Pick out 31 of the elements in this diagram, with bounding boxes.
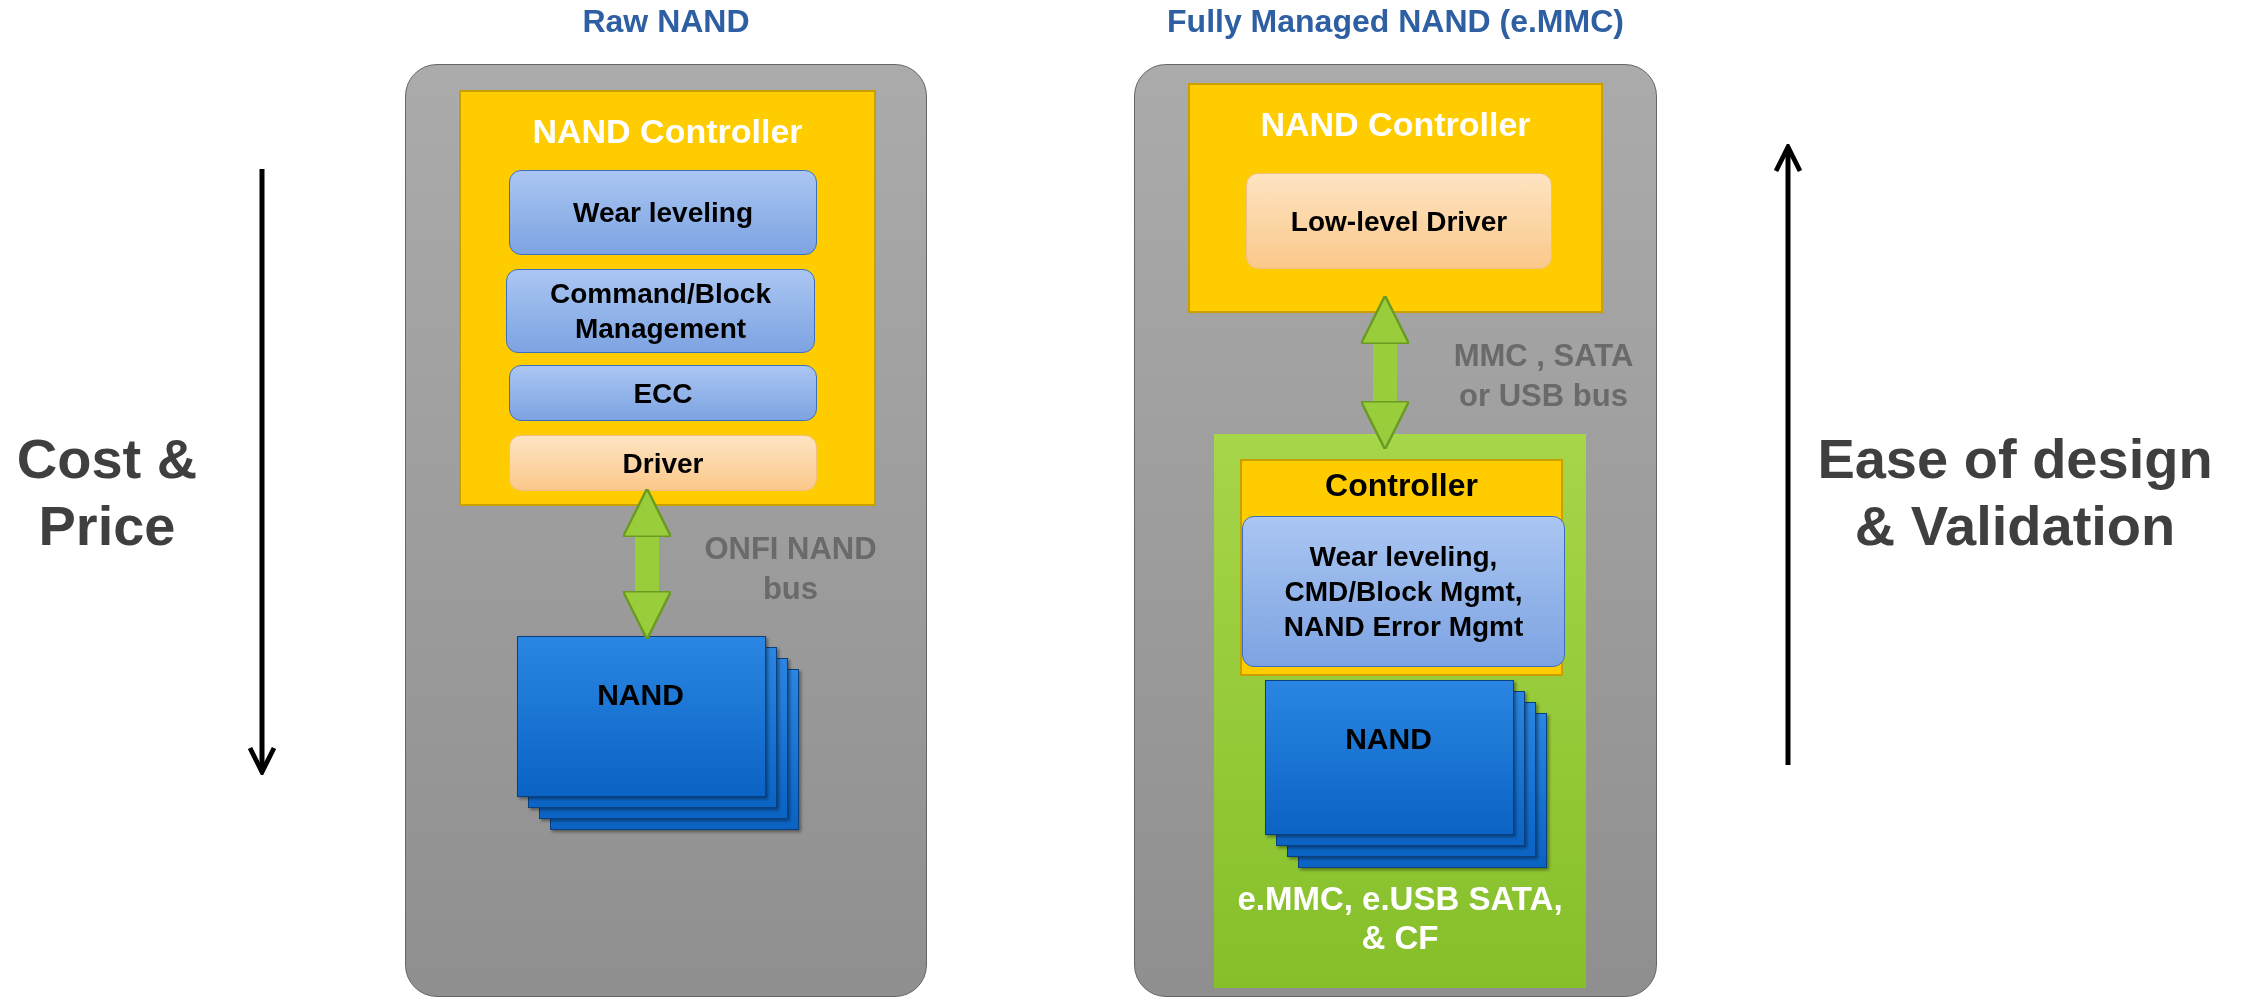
module-caption: e.MMC, e.USB SATA, & CF (1236, 878, 1564, 958)
function-block (509, 170, 817, 255)
block-label: Wear leveling, CMD/Block Mgmt, NAND Error Mgmt (1282, 540, 1525, 644)
module-block (1214, 434, 1586, 988)
nand-chip-stack (1265, 680, 1547, 866)
block-label: Driver (622, 446, 704, 481)
controller-block (1240, 459, 1563, 676)
block-label: ECC (633, 376, 693, 411)
block-heading: NAND Controller (1259, 105, 1532, 144)
block-label: Low-level Driver (1290, 204, 1508, 239)
block-label: Command/Block Management (549, 277, 772, 346)
chip-label: NAND (1344, 722, 1433, 756)
function-block (506, 269, 815, 353)
block-heading: NAND Controller (531, 112, 804, 151)
controller-block (1188, 83, 1603, 313)
panel-title: Fully Managed NAND (e.MMC) (1166, 3, 1625, 40)
controller-block (459, 90, 876, 506)
block-label: Wear leveling (573, 196, 753, 230)
driver-block (509, 435, 817, 491)
double-arrow (621, 487, 673, 641)
driver-block (1246, 173, 1552, 269)
axis-label: Cost & Price (15, 426, 199, 560)
double-arrow (1359, 294, 1411, 451)
function-block (1242, 516, 1565, 667)
nand-chip-stack (517, 636, 799, 828)
axis-label: Ease of design & Validation (1816, 426, 2214, 560)
panel-title: Raw NAND (581, 3, 751, 40)
chip-label: NAND (596, 678, 685, 712)
function-block (509, 365, 817, 421)
block-heading: Controller (1324, 467, 1479, 504)
edge-label: MMC , SATA or USB bus (1452, 337, 1635, 416)
